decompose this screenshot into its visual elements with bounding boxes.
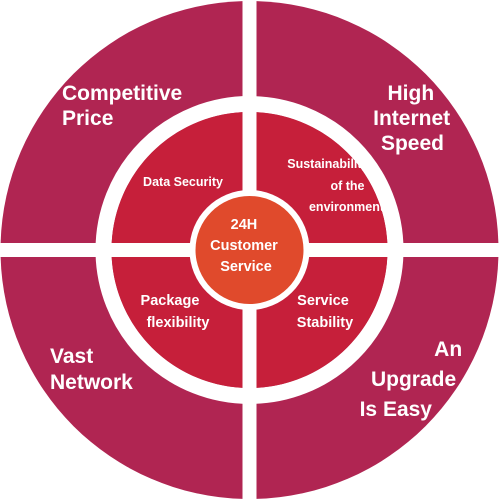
center-label: 24H Customer Service: [210, 217, 282, 275]
inner-label-bottom-right: Service Stability: [297, 293, 353, 331]
ring-separator: [95, 96, 404, 404]
inner-label-top-left: Data Security: [143, 175, 223, 189]
inner-label-top-right: Sustainability of the environment: [287, 157, 385, 214]
outer-label-bottom-right: An Upgrade Is Easy: [360, 338, 468, 421]
inner-label-bottom-left: Package flexibility: [141, 293, 210, 331]
outer-label-top-left: Competitive Price: [62, 82, 188, 130]
center-circle: [195, 196, 304, 304]
outer-label-bottom-left: Vast Network: [50, 345, 133, 394]
outer-label-top-right: High Internet Speed: [373, 82, 456, 155]
